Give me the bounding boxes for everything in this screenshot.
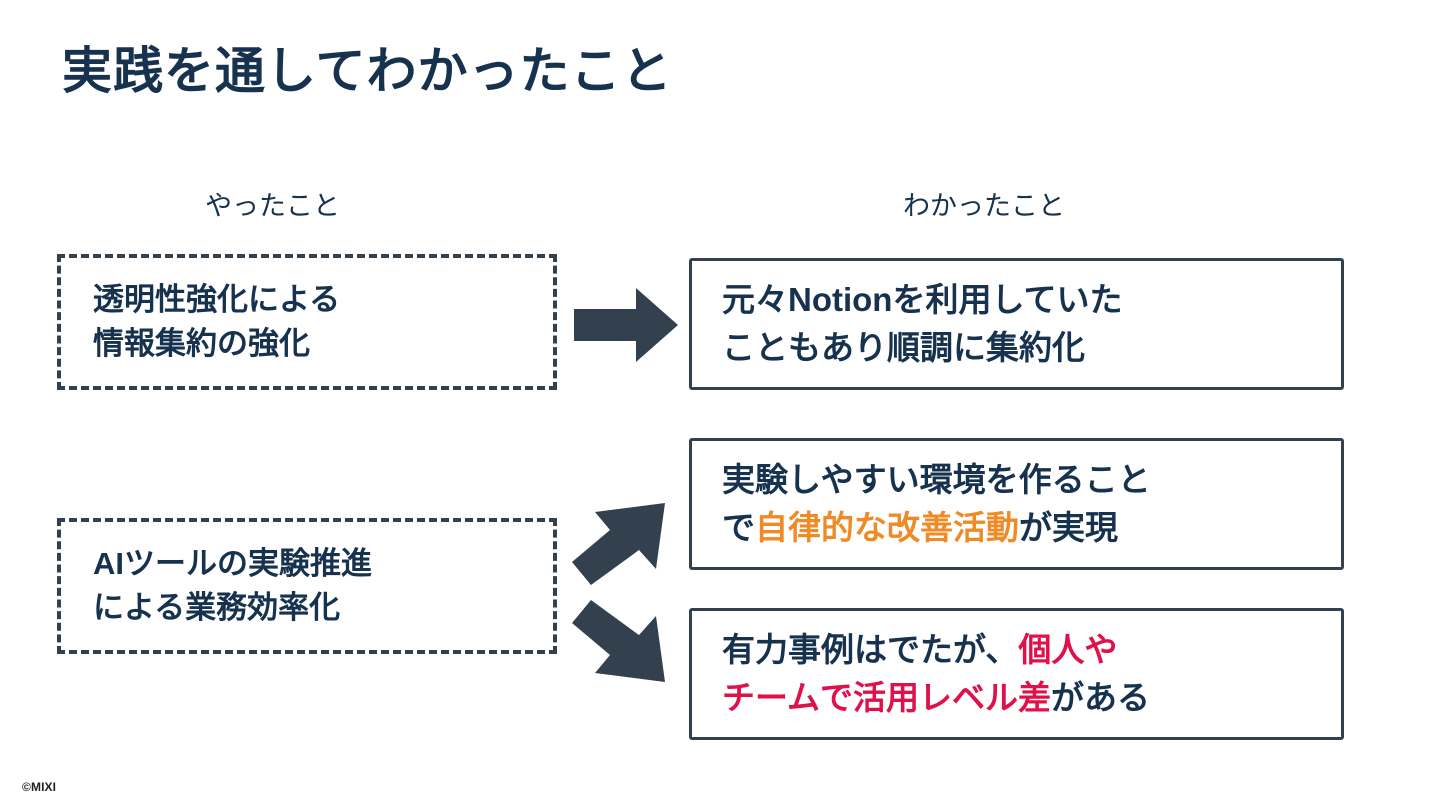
page-title: 実践を通してわかったこと (62, 43, 673, 99)
finding-box-autonomous-improvement: 実験しやすい環境を作ること で自律的な改善活動が実現 (689, 438, 1344, 570)
copyright-notice: ©MIXI (22, 780, 57, 794)
column-header-actions: やったこと (205, 191, 340, 221)
finding-box-line-1: 有力事例はでたが、個人や (722, 626, 1341, 674)
finding-text-plain: 有力事例はでたが、 (722, 631, 1019, 669)
finding-box-line-2: こともあり順調に集約化 (722, 324, 1341, 372)
finding-text-tail: が実現 (1019, 509, 1118, 546)
action-box-line-2: 情報集約の強化 (93, 326, 310, 361)
finding-box-line-1: 実験しやすい環境を作ること (722, 456, 1341, 504)
finding-box-line-2: で自律的な改善活動が実現 (722, 504, 1341, 552)
finding-box-line-2: チームで活用レベル差がある (722, 674, 1341, 722)
finding-text-highlight-orange: 自律的な改善活動 (755, 509, 1019, 546)
column-header-findings: わかったこと (903, 191, 1065, 221)
finding-text-highlight-crimson: チームで活用レベル差 (722, 679, 1052, 716)
action-box-line-1: 透明性強化による (93, 281, 341, 317)
action-box-ai-tools: AIツールの実験推進 による業務効率化 (57, 518, 557, 654)
finding-text-plain: こともあり順調に集約化 (722, 329, 1085, 366)
finding-text-plain: で (722, 509, 755, 546)
action-box-line-1: AIツールの実験推進 (93, 545, 372, 581)
arrow-right-icon (574, 288, 678, 362)
finding-box-notion: 元々Notionを利用していた こともあり順調に集約化 (689, 258, 1344, 390)
finding-box-usage-gap: 有力事例はでたが、個人や チームで活用レベル差がある (689, 608, 1344, 740)
finding-text-plain: 元々Notionを利用していた (722, 281, 1123, 319)
finding-text-tail: がある (1051, 679, 1151, 716)
action-box-line-2: による業務効率化 (93, 590, 341, 625)
finding-text-plain: 実験しやすい環境を作ること (722, 461, 1151, 499)
arrow-down-right-icon (572, 600, 672, 682)
finding-box-line-1: 元々Notionを利用していた (722, 276, 1341, 324)
arrow-up-right-icon (572, 503, 672, 585)
action-box-transparency: 透明性強化による 情報集約の強化 (57, 254, 557, 390)
finding-text-highlight-crimson: 個人や (1018, 631, 1118, 669)
